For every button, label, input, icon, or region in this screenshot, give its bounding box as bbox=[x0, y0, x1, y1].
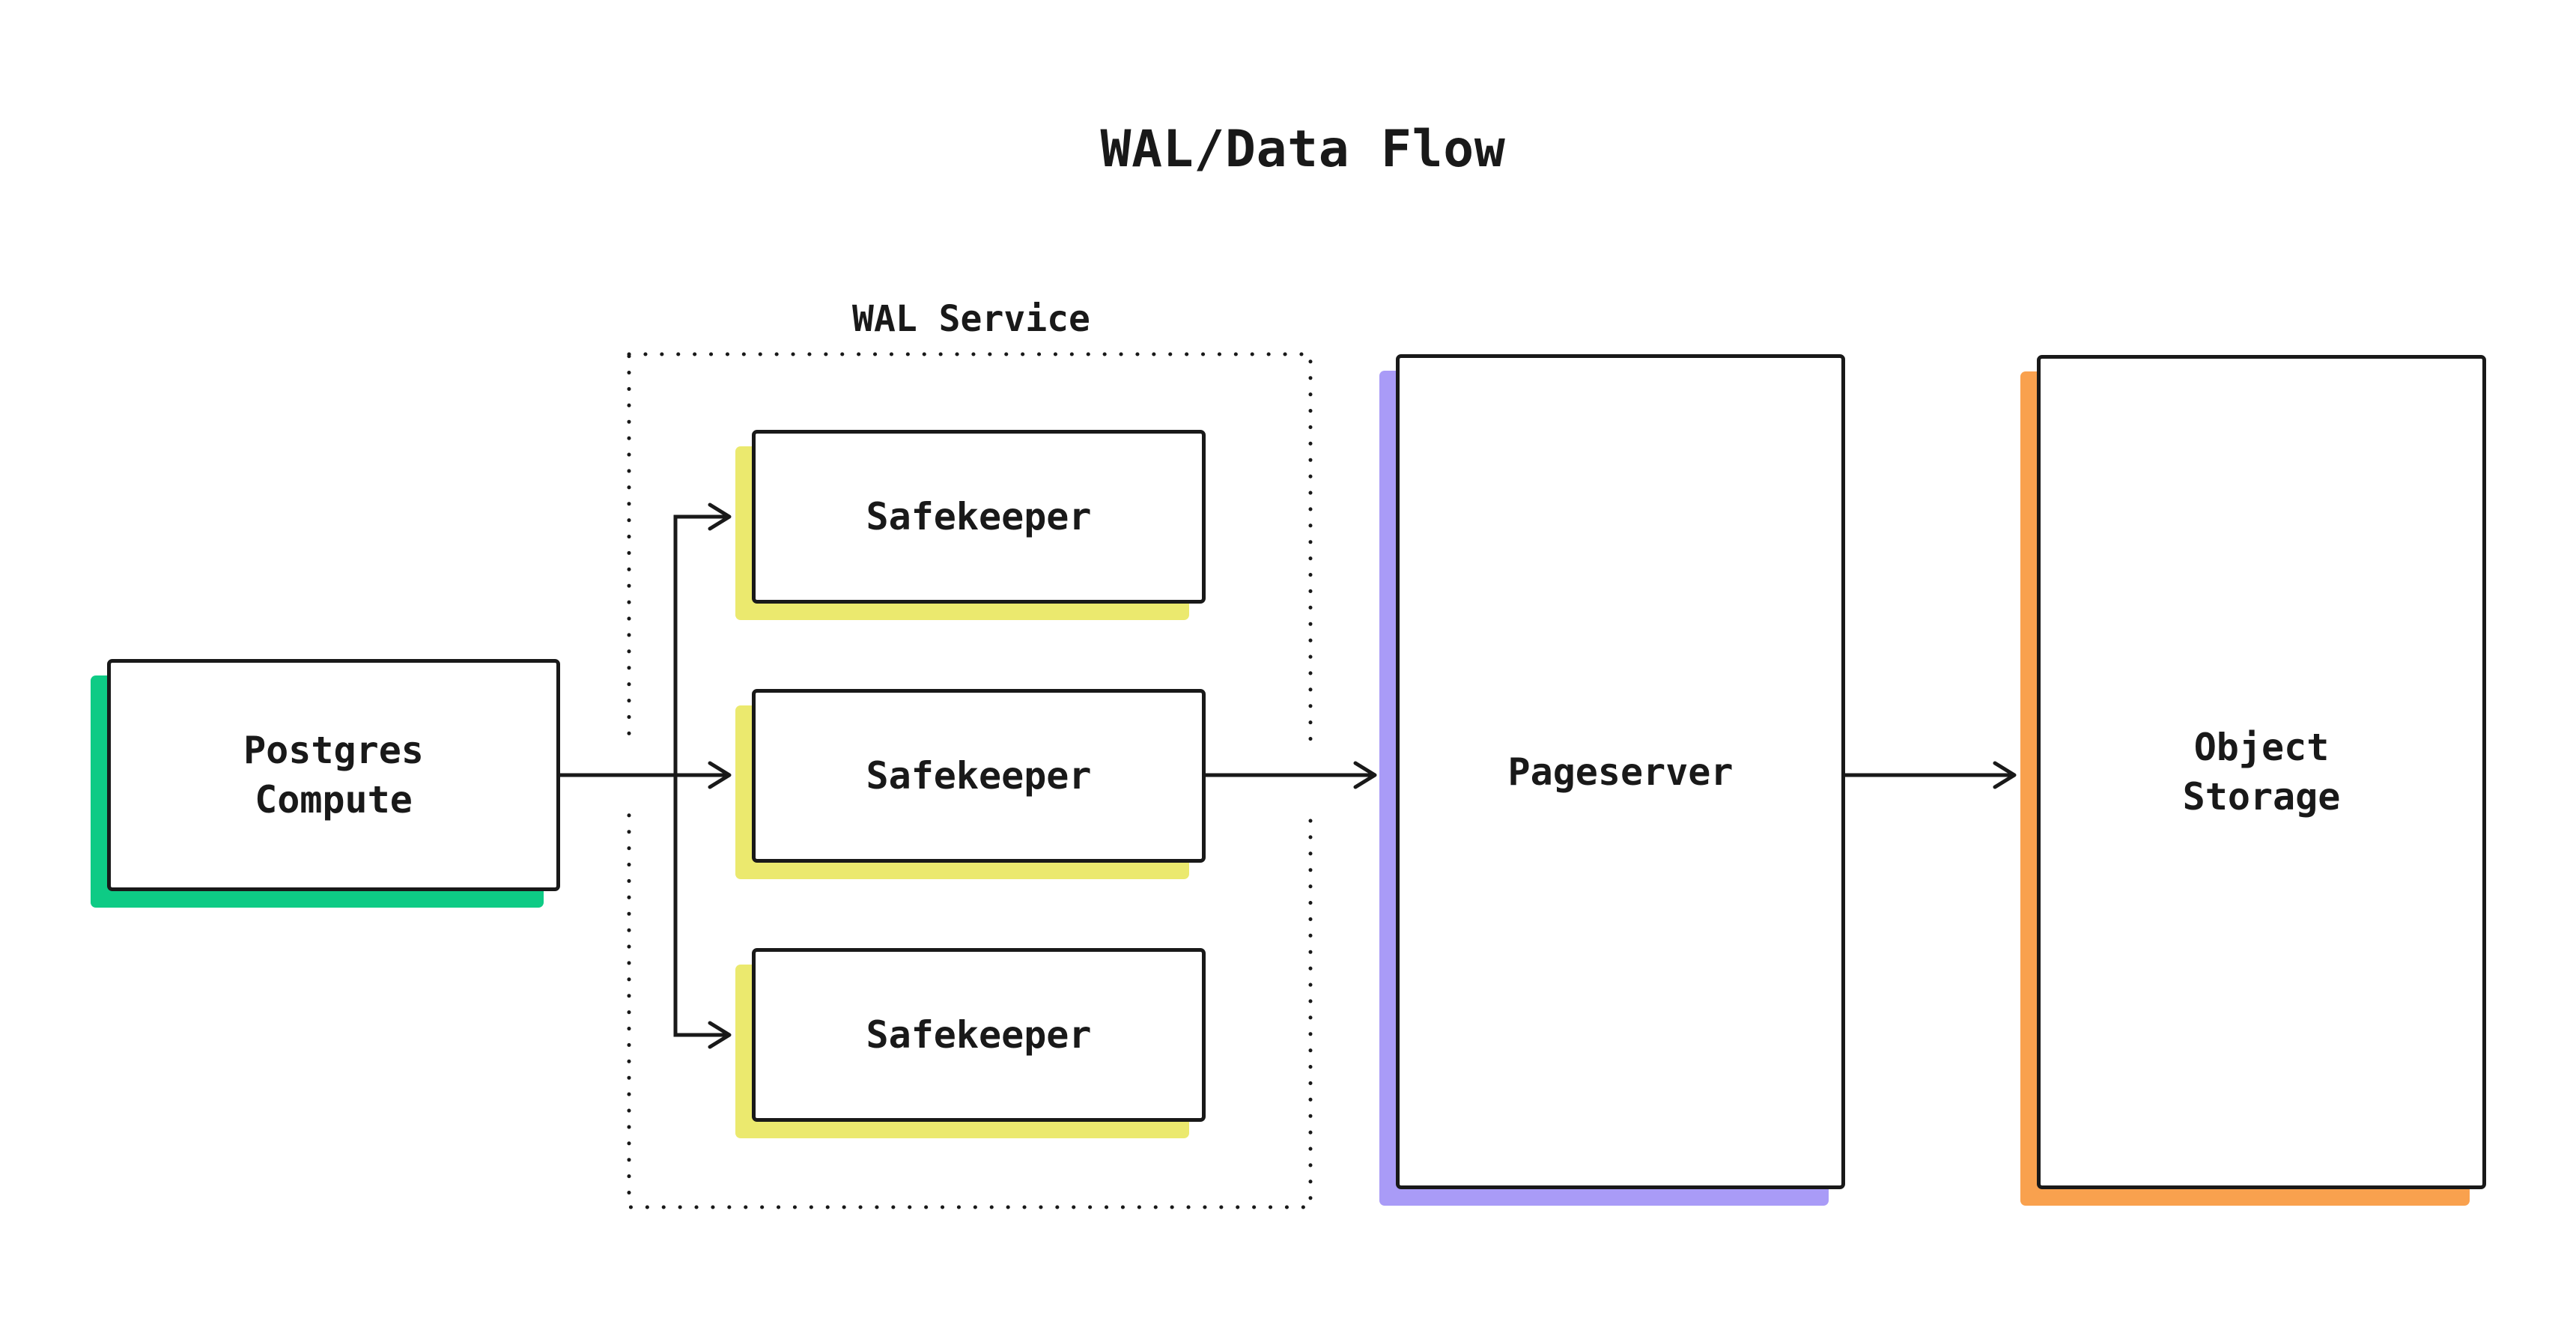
node-pageserver-label: Pageserver bbox=[1507, 750, 1734, 794]
arrow-branch-to-top-safekeeper bbox=[673, 502, 732, 775]
node-postgres-compute: Postgres Compute bbox=[107, 659, 560, 891]
arrow-branch-to-bottom-safekeeper bbox=[673, 775, 732, 1049]
diagram-title: WAL/Data Flow bbox=[1100, 120, 1506, 179]
node-safekeeper-2: Safekeeper bbox=[752, 689, 1206, 863]
wal-service-label: WAL Service bbox=[852, 298, 1090, 340]
node-safekeeper-1: Safekeeper bbox=[752, 430, 1206, 604]
node-pageserver: Pageserver bbox=[1396, 354, 1845, 1189]
node-safekeeper-3-label: Safekeeper bbox=[866, 1013, 1092, 1057]
node-safekeeper-2-label: Safekeeper bbox=[866, 754, 1092, 798]
node-safekeeper-1-label: Safekeeper bbox=[866, 495, 1092, 538]
node-postgres-compute-label: Postgres Compute bbox=[243, 729, 424, 822]
node-safekeeper-3: Safekeeper bbox=[752, 948, 1206, 1122]
node-object-storage: Object Storage bbox=[2037, 355, 2486, 1189]
node-object-storage-label: Object Storage bbox=[2182, 726, 2341, 819]
